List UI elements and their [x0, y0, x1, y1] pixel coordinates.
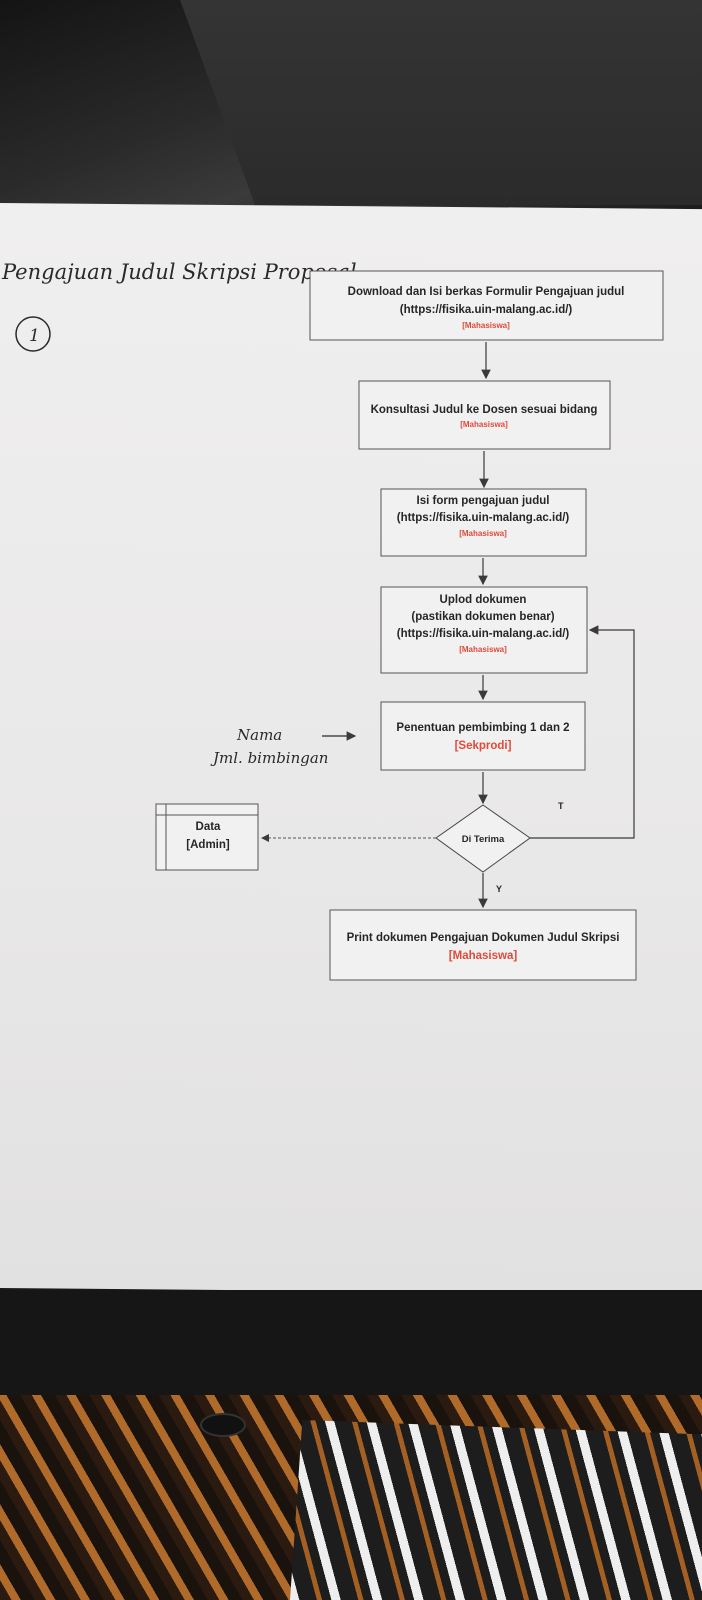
step1-role: [Mahasiswa] — [462, 321, 510, 330]
fabric-button — [200, 1413, 246, 1437]
arrow-no-loop — [530, 625, 635, 839]
batik-stripes — [290, 1420, 702, 1600]
step2-line1: Konsultasi Judul ke Dosen sesuai bidang — [371, 404, 598, 416]
step-box-4 — [380, 586, 588, 674]
step1-line2: (https://fisika.uin-malang.ac.id/) — [400, 304, 573, 316]
datastore-line2: [Admin] — [186, 839, 230, 851]
datastore-line1: Data — [196, 821, 222, 833]
step3-line1: Isi form pengajuan judul — [417, 495, 550, 507]
step-box-2 — [358, 380, 611, 450]
dark-background-bottom — [0, 1290, 702, 1400]
step2-role: [Mahasiswa] — [460, 420, 508, 429]
step3-role: [Mahasiswa] — [459, 529, 507, 538]
page-number-circle — [15, 316, 51, 352]
decision-yes-label: Y — [496, 884, 502, 894]
step-box-6 — [329, 909, 637, 981]
decision-diamond — [435, 804, 531, 873]
step-box-1 — [309, 270, 664, 341]
step4-line3: (https://fisika.uin-malang.ac.id/) — [397, 628, 570, 640]
decision-label: Di Terima — [462, 834, 505, 845]
step4-line2: (pastikan dokumen benar) — [411, 611, 554, 623]
decision-no-label: T — [558, 801, 564, 811]
step4-role: [Mahasiswa] — [459, 645, 507, 654]
step5-line1: Penentuan pembimbing 1 dan 2 — [396, 722, 569, 734]
handwritten-note-name: Nama — [236, 726, 282, 744]
step5-role: [Sekprodi] — [455, 740, 512, 752]
step6-line1: Print dokumen Pengajuan Dokumen Judul Sk… — [347, 932, 620, 944]
step6-role: [Mahasiswa] — [449, 950, 518, 962]
datastore-box — [155, 803, 259, 871]
step-box-5 — [380, 701, 586, 771]
dark-surface-top — [180, 0, 702, 205]
handwritten-title: Pengajuan Judul Skripsi Proposal — [1, 260, 357, 284]
step-box-3 — [380, 488, 587, 557]
handwritten-note-count: Jml. bimbingan — [210, 749, 328, 767]
step1-line1: Download dan Isi berkas Formulir Pengaju… — [348, 286, 625, 298]
step4-line1: Uplod dokumen — [440, 594, 527, 606]
step3-line2: (https://fisika.uin-malang.ac.id/) — [397, 512, 570, 524]
page-number: 1 — [29, 326, 40, 346]
